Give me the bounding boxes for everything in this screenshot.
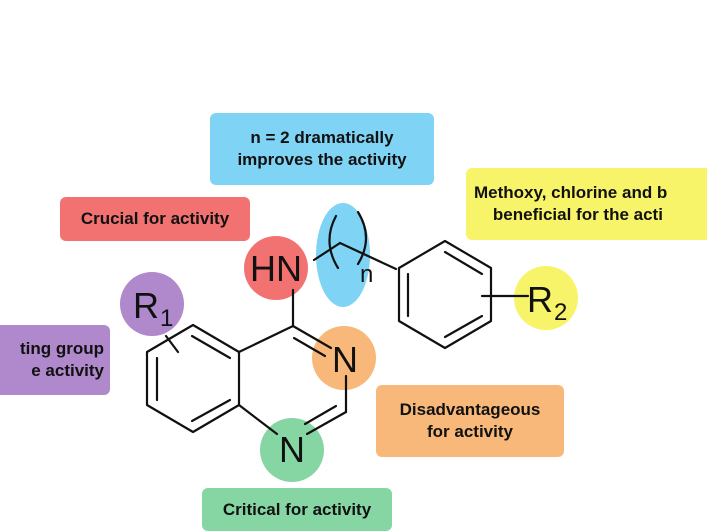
bond-c4-n3-double: [292, 336, 327, 358]
phenyl-ring: [397, 239, 493, 350]
n3-highlight-circle: [312, 326, 376, 390]
label-crucial-for-activity: Crucial for activity: [60, 197, 250, 241]
n1-atom-label: N: [279, 429, 305, 470]
atom-labels: HN n R1 R2 N N: [133, 248, 567, 470]
bond-nh-ch2: [312, 241, 342, 262]
bond-c8a-c4: [237, 324, 295, 354]
bond-ch2-ph: [338, 241, 398, 271]
benzo-inner-bond-1: [190, 334, 232, 360]
label-donating-group: ting group e activity: [0, 325, 110, 395]
benzo-inner-bond-3: [190, 398, 232, 423]
phenyl-inner-bond-2: [443, 314, 484, 339]
r1-atom-label: R1: [133, 285, 173, 332]
r1-subscript: 1: [160, 305, 173, 332]
label-n2-improves-activity: n = 2 dramatically improves the activity: [210, 113, 434, 185]
r2-subscript: 2: [554, 299, 567, 326]
benzo-ring: [145, 323, 241, 434]
bond-c2-n1: [305, 410, 348, 436]
bond-r1-benzo: [164, 334, 180, 354]
bond-c2-n1-double: [303, 404, 338, 426]
label-methoxy-chlorine: Methoxy, chlorine and b beneficial for t…: [466, 168, 707, 240]
bracket-left: [328, 214, 340, 270]
nh-highlight-circle: [244, 236, 308, 300]
linker-highlight-ellipse: [316, 203, 370, 307]
n3-atom-label: N: [332, 339, 358, 380]
bracket-right: [356, 210, 368, 266]
r1-highlight-circle: [120, 272, 184, 336]
phenyl-inner-bond-1: [443, 250, 484, 276]
bond-c4-n3: [291, 324, 333, 350]
linker-n-subscript: n: [360, 261, 373, 288]
label-disadvantageous: Disadvantageous for activity: [376, 385, 564, 457]
hn-atom-label: HN: [250, 248, 302, 289]
label-critical-for-activity: Critical for activity: [202, 488, 392, 531]
molecule-bonds: [145, 210, 530, 436]
r2-atom-label: R2: [527, 279, 567, 326]
highlight-shapes: [120, 203, 578, 482]
r2-highlight-circle: [514, 266, 578, 330]
bond-n1-c4a: [237, 403, 279, 436]
